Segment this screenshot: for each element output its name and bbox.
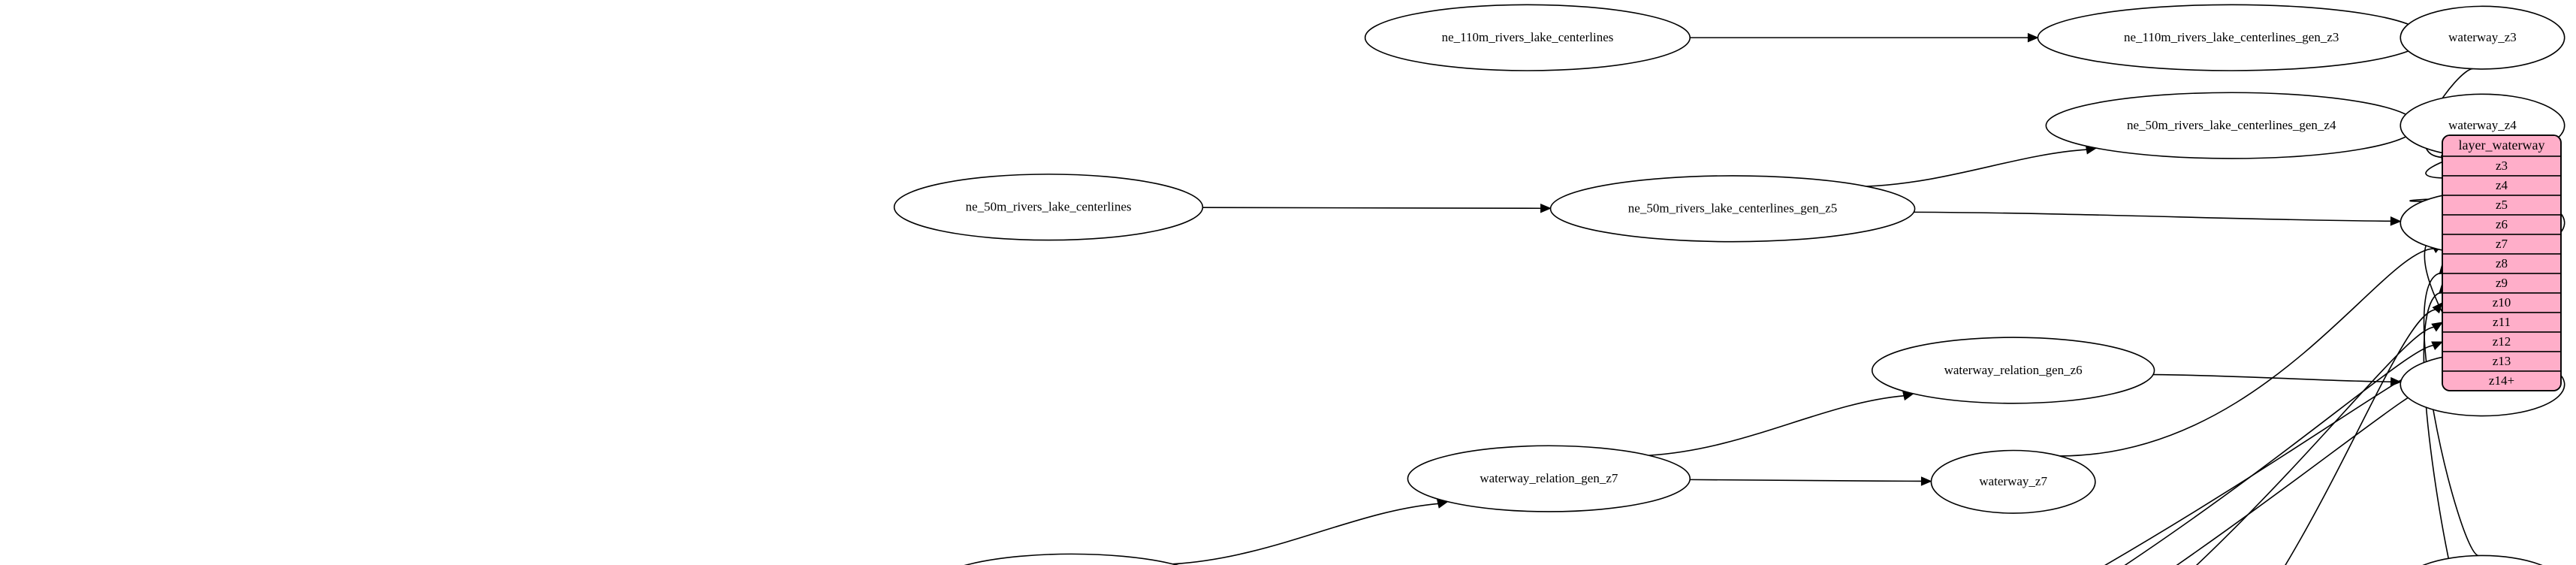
node-ne_50m_rivers_lake_centerlines[interactable]: ne_50m_rivers_lake_centerlines — [893, 174, 1204, 241]
node-ellipse — [1407, 445, 1691, 512]
edge-arrowhead — [1540, 203, 1552, 213]
node-label: ne_110m_rivers_lake_centerlines_gen_z3 — [2124, 30, 2339, 44]
node-waterway_relation_gen_z6[interactable]: waterway_relation_gen_z6 — [1871, 337, 2155, 404]
node-ne_50m_rivers_lake_centerlines_gen_z4[interactable]: ne_50m_rivers_lake_centerlines_gen_z4 — [2045, 92, 2418, 159]
edge-ne_50m_rivers_lake_centerlines_gen_z5-to-ne_50m_rivers_lake_centerlines_gen_z4 — [1866, 149, 2088, 187]
edge-arrowhead — [2027, 32, 2039, 43]
node-ellipse — [1364, 4, 1691, 71]
edge-ne_50m_rivers_lake_centerlines-to-ne_50m_rivers_lake_centerlines_gen_z5 — [1202, 207, 1542, 210]
table-row-label: z4 — [2496, 178, 2508, 192]
node-label: waterway_z7 — [1979, 474, 2047, 488]
table-row-label: z6 — [2496, 217, 2508, 231]
node-ellipse — [1549, 175, 1916, 243]
table-row-label: z14+ — [2489, 373, 2514, 388]
edge-waterway_z8-to-layer_waterway-z8 — [2423, 272, 2479, 557]
table-row-label: z9 — [2496, 276, 2508, 290]
node-waterway_relation_gen_z7[interactable]: waterway_relation_gen_z7 — [1407, 445, 1691, 512]
edge-waterway_z9-to-layer_waterway-z9 — [2423, 292, 2451, 565]
node-ne_110m_rivers_lake_centerlines_gen_z3[interactable]: ne_110m_rivers_lake_centerlines_gen_z3 — [2037, 4, 2426, 71]
node-label: ne_110m_rivers_lake_centerlines — [1442, 30, 1614, 44]
node-ellipse — [893, 174, 1204, 241]
edge-ne_50m_rivers_lake_centerlines_gen_z5-to-waterway_z5 — [1914, 211, 2392, 222]
table-row-label: z12 — [2493, 334, 2511, 349]
edge-arrowhead — [2431, 341, 2444, 351]
nodes-layer: imposm3osm_waterway_relationosm_waterway… — [893, 4, 2565, 565]
layer-waterway-table: layer_waterway z3 z4 z5 z6 z7 z8 z9 z10 z11 z12 z13… — [2442, 134, 2562, 391]
table-row-label: z11 — [2493, 315, 2511, 329]
table-row-label: z8 — [2496, 256, 2508, 270]
node-ellipse — [2400, 5, 2565, 70]
edge-waterway_relation_gen_z7-to-waterway_relation_gen_z6 — [1648, 394, 1905, 456]
node-label: waterway_z3 — [2448, 30, 2517, 44]
node-label: ne_50m_rivers_lake_centerlines_gen_z4 — [2127, 118, 2336, 132]
node-label: ne_50m_rivers_lake_centerlines_gen_z5 — [1628, 201, 1838, 216]
edge-waterway_z11-to-layer_waterway-z11 — [2195, 326, 2435, 565]
node-label: ne_50m_rivers_lake_centerlines — [966, 200, 1132, 214]
edge-waterway_relation_gen_z6-to-waterway_z6 — [2152, 373, 2392, 382]
table-outline — [2442, 134, 2562, 391]
edge-arrowhead — [2431, 322, 2444, 332]
node-ellipse — [1871, 337, 2155, 404]
table-row-label: z5 — [2496, 198, 2508, 212]
edge-waterway_relation_gen_z7-to-waterway_z7 — [1690, 479, 1923, 482]
edge-waterway_z10-to-layer_waterway-z10 — [2285, 309, 2437, 565]
edge-arrowhead — [1920, 476, 1932, 486]
table-row-label: z3 — [2496, 159, 2508, 173]
edge-arrowhead — [2432, 302, 2443, 314]
table-row-label: z13 — [2493, 354, 2511, 368]
node-label: waterway_relation_gen_z6 — [1944, 363, 2083, 377]
node-ellipse — [1930, 449, 2096, 514]
node-ellipse — [2422, 554, 2543, 565]
edge-waterway_relation_gen_z8-to-waterway_relation_gen_z7 — [1172, 503, 1439, 565]
table-row-label: z7 — [2496, 237, 2508, 251]
node-label: waterway_relation_gen_z7 — [1480, 471, 1618, 485]
node-waterway_z7[interactable]: waterway_z7 — [1930, 449, 2096, 514]
node-waterway_relation_gen_z8[interactable]: waterway_relation_gen_z8 — [931, 553, 1213, 565]
edge-waterway_z12-to-layer_waterway-z12 — [2124, 344, 2434, 565]
node-ne_50m_rivers_lake_centerlines_gen_z5[interactable]: ne_50m_rivers_lake_centerlines_gen_z5 — [1549, 175, 1916, 243]
edge-waterway_z13-to-layer_waterway-z13 — [2104, 364, 2434, 565]
node-ne_110m_rivers_lake_centerlines[interactable]: ne_110m_rivers_lake_centerlines — [1364, 4, 1691, 71]
node-label: waterway_z4 — [2448, 118, 2517, 132]
table-header-label: layer_waterway — [2459, 137, 2545, 153]
node-waterway_z3[interactable]: waterway_z3 — [2400, 5, 2565, 70]
node-ellipse — [964, 553, 1179, 565]
table-row-label: z10 — [2493, 295, 2511, 310]
edge-waterway_z7-to-layer_waterway-z7 — [2059, 248, 2435, 457]
node-waterway_z8[interactable]: waterway_z8 — [2400, 554, 2564, 565]
edge-arrowhead — [2390, 216, 2402, 226]
edge-waterway_z14-to-layer_waterway-z14+ — [2176, 383, 2434, 565]
